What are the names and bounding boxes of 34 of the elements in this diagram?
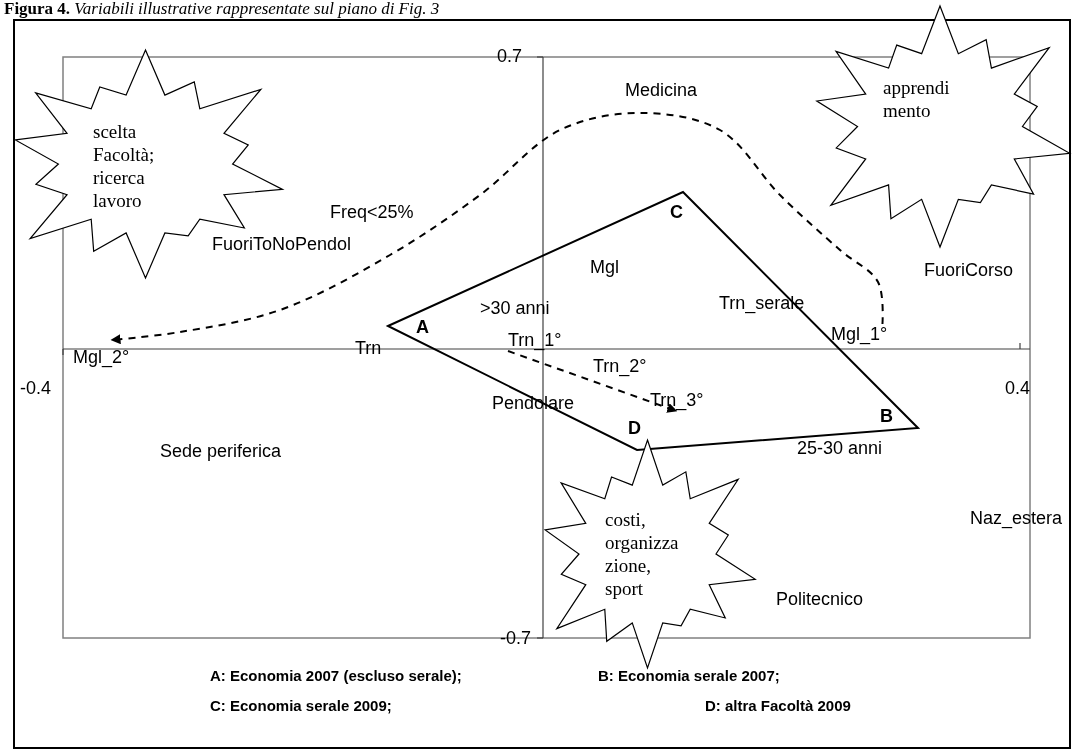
category-label: Trn_3° bbox=[650, 390, 704, 410]
category-label: FuoriCorso bbox=[924, 260, 1014, 280]
callout-text: apprendi mento bbox=[883, 76, 951, 122]
vertex-letter: D bbox=[628, 418, 641, 438]
vertex-letter: A bbox=[416, 317, 429, 337]
legend-note: A: Economia 2007 (escluso serale); bbox=[210, 666, 462, 686]
category-label: Trn_1° bbox=[508, 330, 562, 350]
vertex-letter: C bbox=[670, 202, 683, 222]
callout-text: scelta Facoltà; ricerca lavoro bbox=[93, 120, 156, 212]
category-label: Mgl_1° bbox=[831, 324, 888, 344]
category-label: 25-30 anni bbox=[797, 438, 883, 458]
tick-label: 0.7 bbox=[497, 46, 523, 66]
category-label: FuoriToNoPendol bbox=[212, 234, 352, 254]
callout-text: costi, organizza zione, sport bbox=[605, 508, 680, 600]
category-label: Medicina bbox=[625, 80, 698, 100]
tick-label: 0.4 bbox=[1005, 378, 1031, 398]
figure-title: Figura 4. Variabili illustrative rappresentate sul piano di Fig. 3 bbox=[4, 0, 440, 18]
category-label: Politecnico bbox=[776, 589, 864, 609]
legend-note: B: Economia serale 2007; bbox=[598, 666, 780, 686]
category-label: Trn bbox=[355, 338, 382, 358]
category-label: >30 anni bbox=[480, 298, 550, 318]
category-label: Trn_2° bbox=[593, 356, 647, 376]
tick-label: -0.7 bbox=[500, 628, 532, 648]
category-label: Naz_estera bbox=[970, 508, 1063, 528]
legend-note: C: Economia serale 2009; bbox=[210, 696, 392, 716]
category-label: Mgl bbox=[590, 257, 619, 277]
vertex-letter: B bbox=[880, 406, 893, 426]
category-label: Sede periferica bbox=[160, 441, 282, 461]
tick-label: -0.4 bbox=[20, 378, 52, 398]
dashed-arrow bbox=[110, 112, 884, 345]
legend-note: D: altra Facoltà 2009 bbox=[705, 696, 851, 716]
category-label: Freq<25% bbox=[330, 202, 414, 222]
dashed-arrow bbox=[507, 350, 678, 413]
category-label: Mgl_2° bbox=[73, 347, 130, 367]
